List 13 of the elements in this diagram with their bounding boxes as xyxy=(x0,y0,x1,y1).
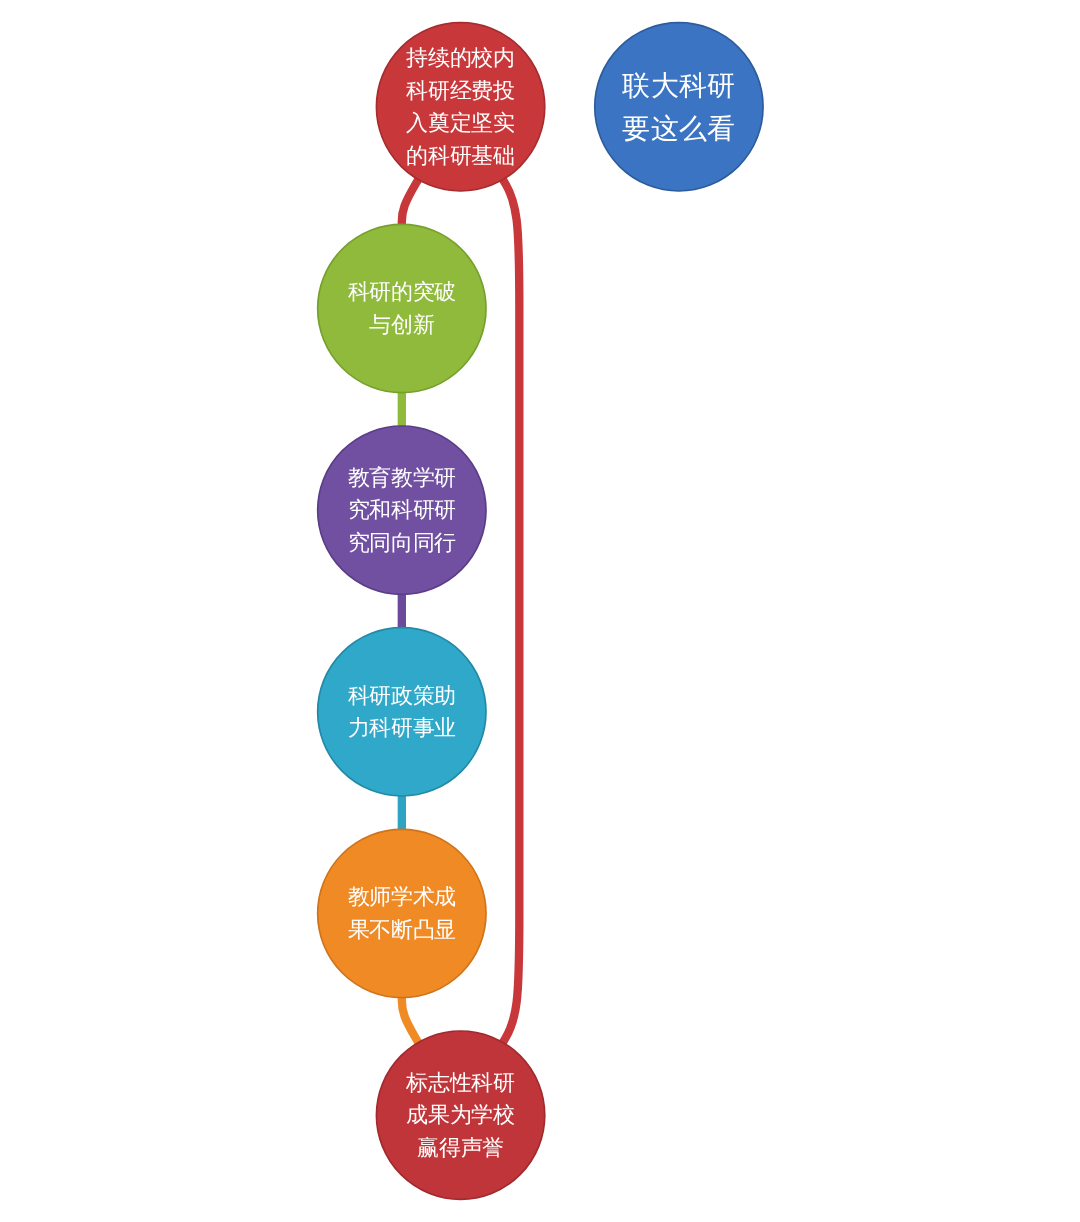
connector xyxy=(498,177,524,1045)
connector xyxy=(397,592,406,630)
node-circle: 教师学术成果不断凸显 xyxy=(316,828,487,999)
connector xyxy=(397,996,422,1045)
node-circle: 教育教学研究和科研研究同向同行 xyxy=(316,425,487,596)
connector xyxy=(397,177,422,226)
node-circle: 标志性科研成果为学校赢得声誉 xyxy=(375,1030,546,1201)
node-circle: 联大科研要这么看 xyxy=(593,21,764,192)
node-circle: 科研的突破与创新 xyxy=(316,223,487,394)
connector xyxy=(397,794,406,831)
node-circle: 科研政策助力科研事业 xyxy=(316,626,487,797)
node-circle: 持续的校内科研经费投入奠定坚实的科研基础 xyxy=(375,21,546,192)
connector xyxy=(397,391,406,428)
